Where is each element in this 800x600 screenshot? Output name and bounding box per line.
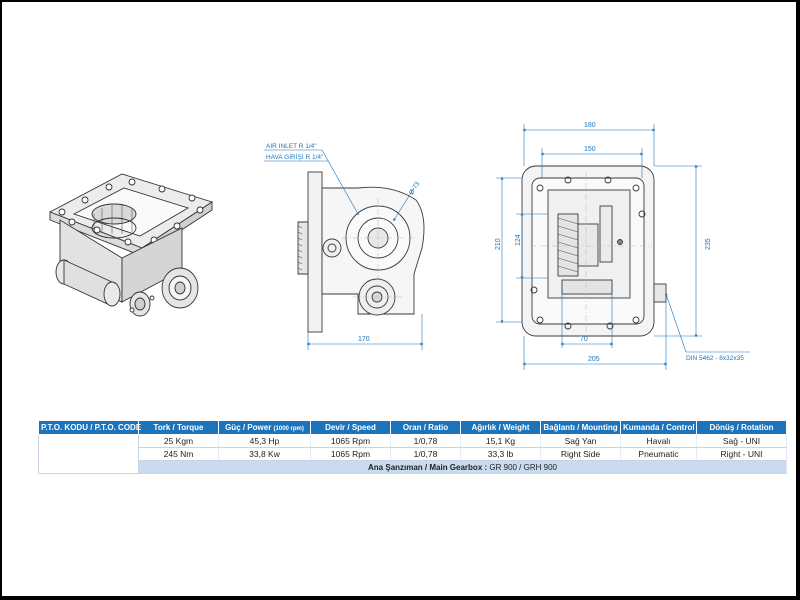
header-power: Güç / Power (1000 rpm)	[218, 420, 311, 435]
header-weight: Ağırlık / Weight	[460, 420, 541, 435]
header-code: P.T.O. KODU / P.T.O. CODE	[38, 420, 141, 435]
cell-torque: 245 Nm	[138, 447, 219, 461]
isometric-view	[48, 173, 214, 317]
gearbox-label: Ana Şanzıman / Main Gearbox :	[368, 462, 488, 472]
specification-table: P.T.O. KODU / P.T.O. CODE Tork / Torque …	[38, 420, 787, 474]
din-spline-label: DIN 5462 - 8x32x35	[686, 355, 744, 362]
hava-girisi-label: HAVA GİRİŞİ R 1/4"	[266, 152, 324, 161]
header-mounting: Bağlantı / Mounting	[540, 420, 621, 435]
air-inlet-label: AIR INLET R 1/4"	[266, 143, 317, 150]
dimension-235: 235	[705, 238, 712, 250]
cell-control: Pneumatic	[620, 447, 697, 461]
dimension-124: 124	[515, 234, 522, 246]
dimension-150: 150	[584, 146, 596, 153]
cell-mounting: Right Side	[540, 447, 621, 461]
diameter-dimension: Ø 73	[408, 180, 422, 196]
header-rotation: Dönüş / Rotation	[696, 420, 787, 435]
cell-power: 45,3 Hp	[218, 434, 311, 448]
cell-torque: 25 Kgm	[138, 434, 219, 448]
header-speed: Devir / Speed	[310, 420, 391, 435]
cell-rotation: Sağ - UNI	[696, 434, 787, 448]
cell-rotation: Right - UNI	[696, 447, 787, 461]
gearbox-row: Ana Şanzıman / Main Gearbox : GR 900 / G…	[39, 460, 787, 474]
cell-mounting: Sağ Yan	[540, 434, 621, 448]
side-view-dimensions	[264, 149, 424, 350]
table-header-row: P.T.O. KODU / P.T.O. CODE Tork / Torque …	[38, 420, 787, 435]
table-row: 25 Kgm 45,3 Hp 1065 Rpm 1/0,78 15,1 Kg S…	[38, 434, 787, 474]
header-power-label: Güç / Power	[225, 423, 272, 432]
dimension-205: 205	[588, 356, 600, 363]
cell-control: Havalı	[620, 434, 697, 448]
dimension-180: 180	[584, 122, 596, 129]
dimension-170: 170	[358, 336, 370, 343]
code-cell	[38, 434, 139, 474]
front-view-dimensions	[496, 124, 750, 370]
cell-weight: 33,3 lb	[460, 447, 541, 461]
cell-weight: 15,1 Kg	[460, 434, 541, 448]
table-row: 245 Nm 33,8 Kw 1065 Rpm 1/0,78 33,3 lb R…	[39, 447, 787, 461]
gearbox-cell: Ana Şanzıman / Main Gearbox : GR 900 / G…	[138, 460, 787, 474]
header-control: Kumanda / Control	[620, 420, 697, 435]
header-torque: Tork / Torque	[138, 420, 219, 435]
front-view	[521, 165, 667, 337]
dimension-70: 70	[580, 336, 588, 343]
cell-speed: 1065 Rpm	[310, 434, 391, 448]
cell-ratio: 1/0,78	[390, 434, 461, 448]
side-view	[297, 171, 425, 333]
header-power-note: (1000 rpm)	[273, 426, 304, 432]
cell-ratio: 1/0,78	[390, 447, 461, 461]
header-ratio: Oran / Ratio	[390, 420, 461, 435]
cell-power: 33,8 Kw	[218, 447, 311, 461]
gearbox-value: GR 900 / GRH 900	[489, 462, 557, 472]
dimension-210: 210	[495, 238, 502, 250]
cell-speed: 1065 Rpm	[310, 447, 391, 461]
